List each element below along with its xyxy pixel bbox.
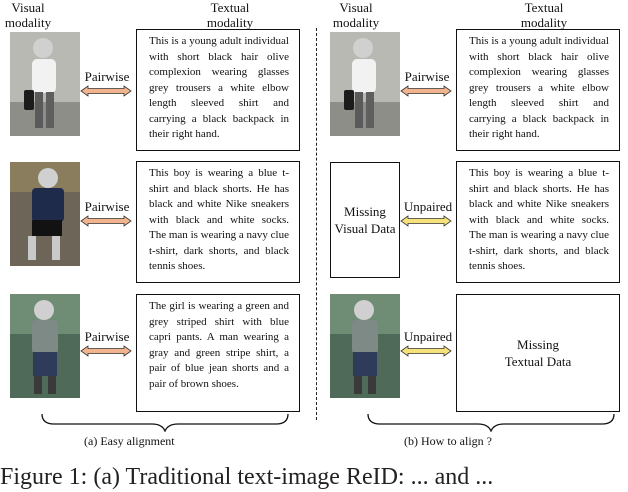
figure-caption-fragment: Figure 1: (a) Traditional text-image ReI… (0, 464, 494, 490)
relation-label: Pairwise (84, 199, 130, 214)
text-description-box: This boy is wearing a blue t-shirt and b… (456, 161, 620, 283)
pairwise-arrow-icon (80, 345, 132, 357)
left-group-brace (41, 413, 289, 432)
left-textual-header: Textual modality (206, 0, 254, 30)
left-visual-header: Visual modality (4, 0, 52, 30)
text-description-box: This boy is wearing a blue t-shirt and b… (136, 161, 300, 283)
person-photo-1 (10, 32, 80, 136)
right-textual-header: Textual modality (520, 0, 568, 30)
unpaired-arrow-icon (400, 345, 452, 357)
person-photo-2 (10, 162, 80, 266)
person-photo-3 (10, 294, 80, 398)
panel-divider (316, 28, 317, 420)
text-description-box: This is a young adult individual with sh… (456, 29, 620, 151)
relation-label: Unpaired (403, 199, 453, 214)
right-group-brace (367, 413, 615, 432)
right-panel-caption: (b) How to align ? (404, 434, 492, 448)
text-description-box: The girl is wearing a green and grey str… (136, 294, 300, 412)
relation-label: Pairwise (84, 69, 130, 84)
person-photo-1 (330, 32, 400, 136)
left-panel-caption: (a) Easy alignment (84, 434, 175, 448)
unpaired-arrow-icon (400, 215, 452, 227)
person-photo-3 (330, 294, 400, 398)
missing-textual-box: Missing Textual Data (456, 294, 620, 412)
pairwise-arrow-icon (80, 85, 132, 97)
relation-label: Pairwise (84, 329, 130, 344)
pairwise-arrow-icon (80, 215, 132, 227)
relation-label: Pairwise (404, 69, 450, 84)
missing-visual-box: Missing Visual Data (330, 162, 400, 278)
relation-label: Unpaired (403, 329, 453, 344)
text-description-box: This is a young adult individual with sh… (136, 29, 300, 151)
pairwise-arrow-icon (400, 85, 452, 97)
right-visual-header: Visual modality (332, 0, 380, 30)
